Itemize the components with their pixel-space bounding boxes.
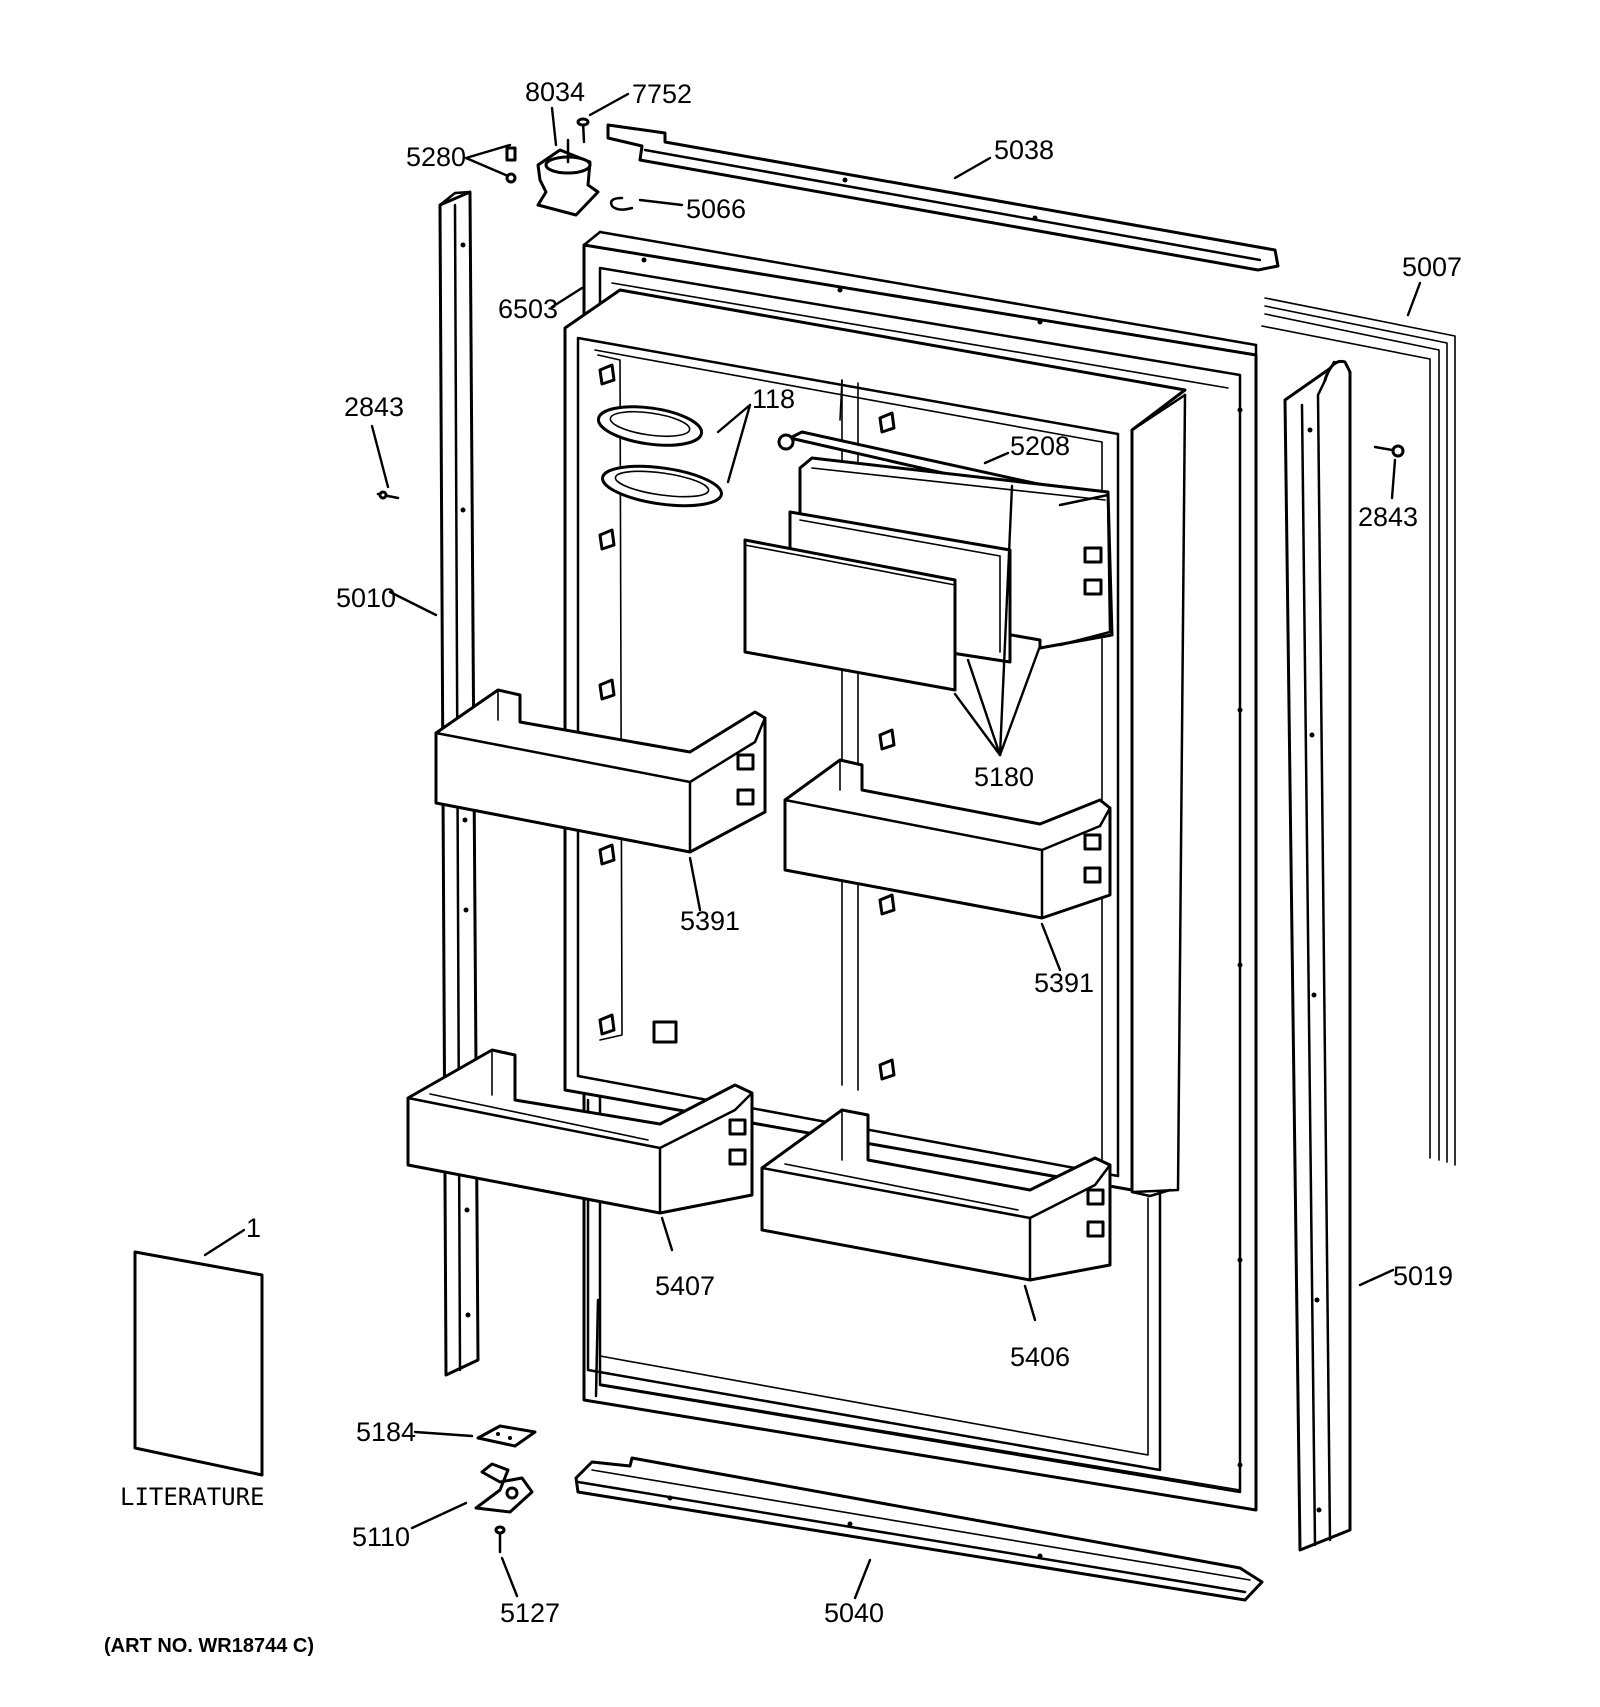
callout-118: 118 xyxy=(752,384,795,414)
callout-5391-left: 5391 xyxy=(680,906,740,936)
part-5066-retaining-clip xyxy=(609,196,634,211)
part-5391-door-bin-upper-left xyxy=(434,688,767,854)
callout-5391-right: 5391 xyxy=(1034,968,1094,998)
callout-5180: 5180 xyxy=(974,762,1034,792)
callout-5038: 5038 xyxy=(994,135,1054,165)
callout-5208: 5208 xyxy=(1010,431,1070,461)
part-5184-hinge-shim xyxy=(476,1424,537,1448)
callout-5007: 5007 xyxy=(1402,252,1462,282)
callout-8034: 8034 xyxy=(525,77,585,107)
part-2843-screw-right xyxy=(1373,444,1405,458)
callout-5406: 5406 xyxy=(1010,1342,1070,1372)
callout-5040: 5040 xyxy=(824,1598,884,1628)
callout-5110: 5110 xyxy=(352,1522,410,1552)
literature-label: LITERATURE xyxy=(120,1483,265,1511)
callout-5066: 5066 xyxy=(686,194,746,224)
art-number: (ART NO. WR18744 C) xyxy=(104,1635,314,1657)
part-5007-door-gasket xyxy=(1261,297,1456,1166)
callout-5127: 5127 xyxy=(500,1598,560,1628)
part-5019-right-door-trim xyxy=(1283,359,1352,1552)
callout-1: 1 xyxy=(246,1213,261,1243)
part-7752-hinge-screw xyxy=(576,117,590,144)
callout-5280: 5280 xyxy=(406,142,466,172)
callout-5184: 5184 xyxy=(356,1417,416,1447)
part-118-egg-trays xyxy=(596,405,723,508)
part-5110-bottom-hinge xyxy=(474,1462,534,1514)
part-2843-screw-left xyxy=(376,490,400,500)
part-1-literature-booklet xyxy=(133,1250,264,1477)
part-5391-door-bin-upper-right xyxy=(783,758,1112,920)
leader-lines xyxy=(203,92,1422,1600)
callout-7752: 7752 xyxy=(632,79,692,109)
part-5180-dairy-compartment xyxy=(743,456,1114,692)
callout-2843-left: 2843 xyxy=(344,392,404,422)
part-8034-top-hinge xyxy=(536,138,600,217)
callout-labels: 8034 7752 5280 5038 5066 6503 5007 2843 … xyxy=(104,77,1462,1657)
part-5038-top-door-trim xyxy=(606,123,1280,272)
part-5407-door-bin-lower-left xyxy=(406,1048,754,1215)
callout-5407: 5407 xyxy=(655,1271,715,1301)
callout-5019: 5019 xyxy=(1393,1261,1453,1291)
callout-6503: 6503 xyxy=(498,294,558,324)
part-5040-bottom-door-trim xyxy=(574,1456,1264,1602)
part-5127-hinge-screw xyxy=(494,1525,506,1554)
callout-2843-right: 2843 xyxy=(1358,502,1418,532)
part-5406-door-bin-lower-right xyxy=(760,1108,1112,1282)
callout-5010: 5010 xyxy=(336,583,396,613)
